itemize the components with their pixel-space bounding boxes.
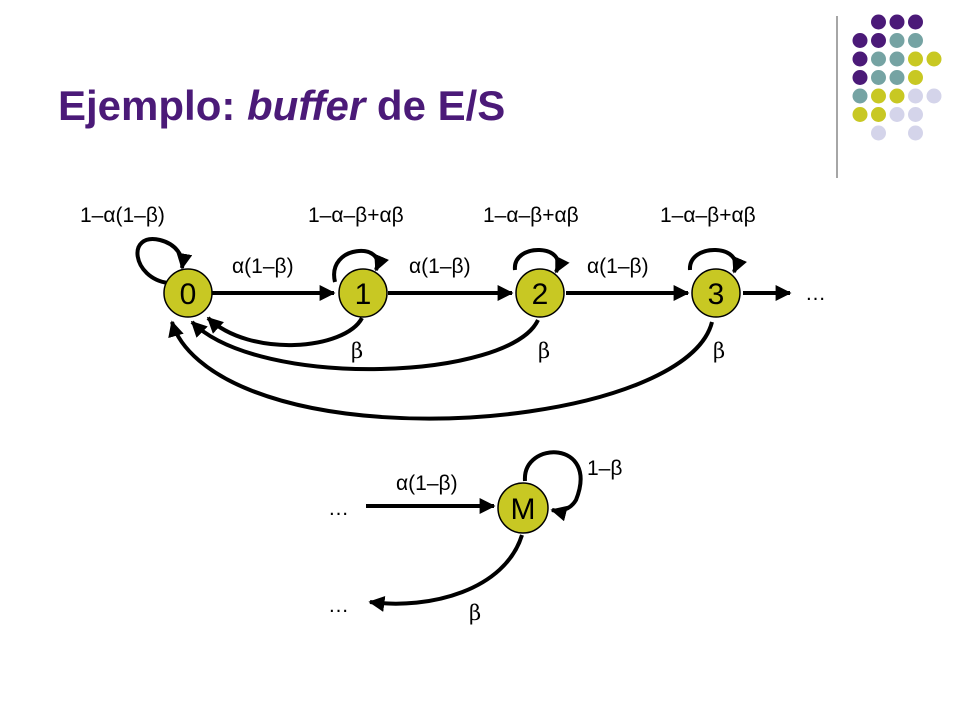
decorative-dot <box>852 70 868 85</box>
decorative-dot <box>908 107 923 122</box>
node-2-label: 2 <box>532 278 549 311</box>
decorative-dot <box>926 88 942 104</box>
decorative-dot <box>908 51 923 67</box>
node-M-label: M <box>511 493 536 526</box>
decorative-dot-grid <box>852 14 942 141</box>
decorative-dot <box>871 107 886 122</box>
label-edge-1-0: β <box>351 339 363 363</box>
decorative-dot <box>889 14 905 30</box>
decorative-dot <box>926 51 942 67</box>
edge-self-M <box>522 450 583 522</box>
decorative-dot <box>871 88 886 104</box>
decorative-dot <box>871 33 886 48</box>
decorative-dot <box>871 51 886 67</box>
decorative-dot <box>889 70 905 85</box>
label-edge-1-2: α(1–β) <box>409 255 471 278</box>
decorative-dot <box>908 88 923 104</box>
decorative-dot <box>871 70 886 85</box>
decorative-dot <box>889 107 905 122</box>
slide-title: Ejemplo: buffer de E/S <box>58 82 505 130</box>
decorative-dot <box>908 70 923 85</box>
node-M: M <box>497 482 549 534</box>
label-edge-3-0: β <box>713 339 725 363</box>
decorative-dot <box>889 33 905 48</box>
decorative-dot <box>852 88 868 104</box>
label-edge-2-3: α(1–β) <box>587 255 649 278</box>
decorative-dot <box>889 88 905 104</box>
node-2: 2 <box>515 268 565 318</box>
edge-self-3 <box>687 248 748 274</box>
title-suffix: de E/S <box>365 82 506 129</box>
node-3-label: 3 <box>708 278 725 311</box>
label-self-0: 1–α(1–β) <box>80 204 165 227</box>
label-self-1: 1–α–β+αβ <box>308 204 404 227</box>
edge-self-2 <box>512 248 570 274</box>
decorative-dot <box>908 33 923 48</box>
label-edge-M-out: β <box>469 601 481 625</box>
node-0-label: 0 <box>180 278 197 311</box>
label-self-2: 1–α–β+αβ <box>483 204 579 227</box>
label-self-M: 1–β <box>587 457 622 480</box>
decorative-dot <box>852 107 868 122</box>
decorative-dot <box>908 125 923 141</box>
decorative-dot <box>889 51 905 67</box>
title-prefix: Ejemplo: <box>58 82 248 129</box>
decorative-dot <box>871 125 886 141</box>
ellipsis-M-in: … <box>328 497 349 520</box>
edge-1-0 <box>206 316 364 347</box>
label-edge-0-1: α(1–β) <box>232 255 294 278</box>
label-edge-more-M: α(1–β) <box>396 472 458 495</box>
label-edge-2-0: β <box>538 339 550 363</box>
decorative-dot <box>908 14 923 30</box>
label-self-3: 1–α–β+αβ <box>660 204 756 227</box>
edge-M-out <box>368 534 524 612</box>
title-emphasis: buffer <box>247 82 366 129</box>
ellipsis-right: … <box>805 282 826 305</box>
node-1-label: 1 <box>355 278 372 311</box>
ellipsis-M-out: … <box>328 594 349 617</box>
edge-2-0 <box>190 319 540 372</box>
decorative-dot <box>852 33 868 48</box>
edge-3-0 <box>168 320 714 421</box>
decorative-dot <box>852 51 868 67</box>
edge-self-0 <box>135 237 193 285</box>
node-1: 1 <box>338 268 388 318</box>
decorative-dot <box>871 14 886 30</box>
node-0: 0 <box>163 268 213 318</box>
node-3: 3 <box>691 268 741 318</box>
edge-self-1 <box>332 249 390 283</box>
